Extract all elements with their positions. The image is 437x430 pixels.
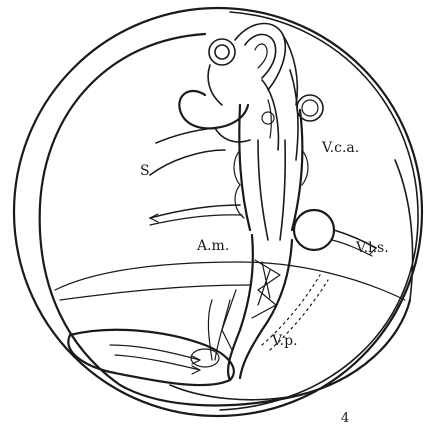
sinus-terminalis-lines	[55, 262, 405, 300]
posterior-plexus	[208, 235, 292, 380]
label-am: A.m.	[196, 238, 229, 254]
left-vitelline-vessel	[150, 205, 242, 225]
eye-inner-circle	[215, 45, 229, 59]
otic-vesicle-inner	[302, 100, 318, 116]
embryo-head	[208, 24, 297, 105]
anterior-cardinal-veins	[262, 70, 323, 160]
label-s: S	[140, 163, 150, 179]
label-vls: V.l.s.	[355, 240, 389, 256]
figure-number: 4	[341, 411, 349, 426]
label-vca: V.c.a.	[321, 140, 359, 156]
label-vp: V.p.	[271, 333, 298, 349]
area-vasculosa-boundary	[40, 34, 413, 405]
eye-outer-circle	[209, 39, 235, 65]
sinus-venosus-circle	[294, 210, 334, 250]
